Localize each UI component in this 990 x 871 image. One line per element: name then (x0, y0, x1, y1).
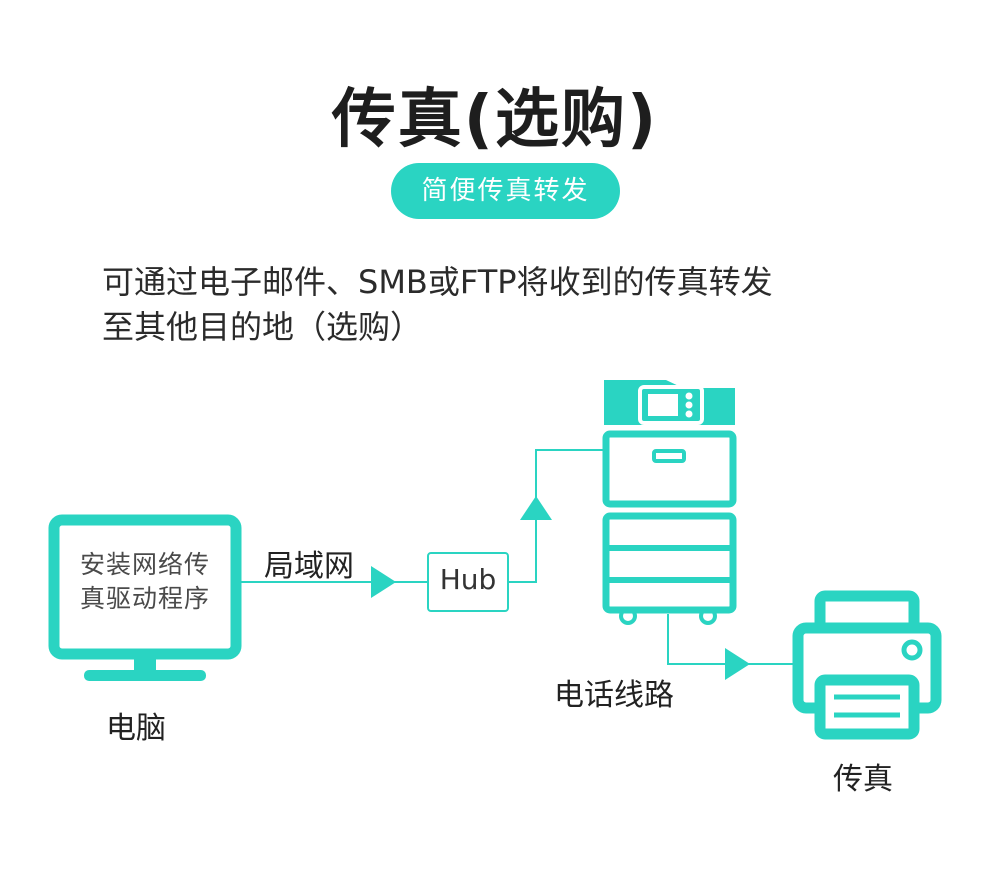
phone-line-arrow-icon (725, 648, 750, 680)
hub-label: Hub (439, 563, 497, 596)
lan-arrow-icon (371, 566, 396, 598)
computer-screen-text: 安装网络传 真驱动程序 (62, 548, 228, 616)
description: 可通过电子邮件、SMB或FTP将收到的传真转发 至其他目的地（选购） (102, 260, 922, 350)
fax-label: 传真 (833, 762, 893, 797)
description-line-2: 至其他目的地（选购） (102, 308, 423, 346)
lan-label: 局域网 (264, 549, 354, 584)
lan-connection (240, 566, 428, 598)
page-title: 传真(选购) (331, 83, 659, 157)
fax-machine-icon (792, 590, 942, 740)
description-line-1: 可通过电子邮件、SMB或FTP将收到的传真转发 (102, 263, 773, 301)
computer-icon (48, 514, 242, 681)
up-arrow-icon (520, 496, 552, 520)
computer-label: 电脑 (106, 711, 166, 746)
hub-to-printer-connection (508, 449, 604, 583)
phone-line-label: 电话线路 (554, 678, 674, 713)
computer-screen-line-1: 安装网络传 (79, 550, 210, 579)
feature-badge: 简便传真转发 (391, 163, 620, 219)
multifunction-printer-icon (602, 380, 737, 625)
computer-screen-line-2: 真驱动程序 (79, 584, 210, 613)
phone-line-connection (667, 614, 796, 680)
